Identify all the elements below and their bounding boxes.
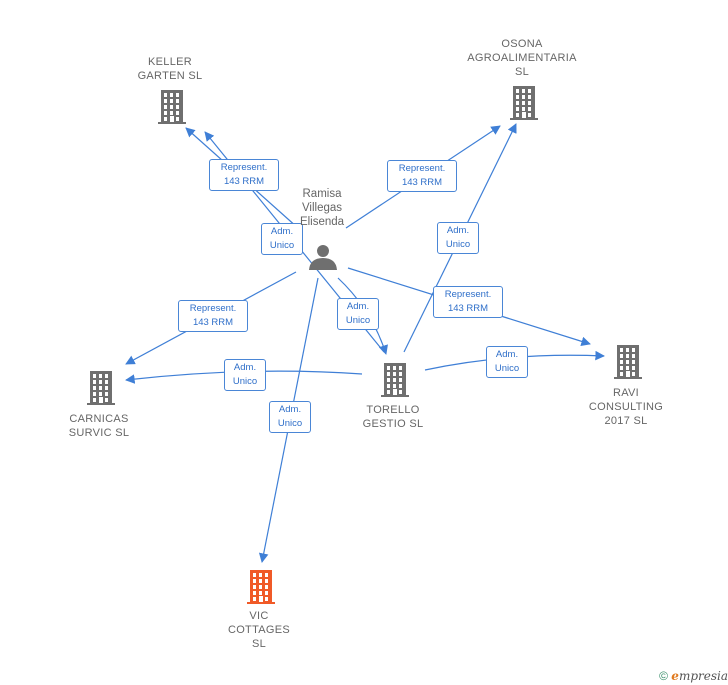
copyright-icon: © [659,669,668,683]
node-label-osona[interactable]: OSONA AGROALIMENTARIA SL [467,38,577,78]
edge-label-ramisa-to-osona[interactable]: Represent. 143 RRM [387,160,457,192]
edge-label-torello-to-keller[interactable]: Adm. Unico [261,223,303,255]
brand-logo: empresia [671,669,728,683]
building-icon-keller[interactable] [158,90,186,124]
edge-label-torello-to-osona[interactable]: Adm. Unico [437,222,479,254]
building-icon-torello[interactable] [381,363,409,397]
building-icon-carnicas[interactable] [87,371,115,405]
node-label-keller[interactable]: KELLER GARTEN SL [137,56,203,82]
node-label-ravi[interactable]: RAVI CONSULTING 2017 SL [588,387,664,427]
building-icon-vic[interactable] [247,570,275,604]
edge-label-torello-to-ravi[interactable]: Adm. Unico [486,346,528,378]
building-icon-osona[interactable] [510,86,538,120]
node-label-carnicas[interactable]: CARNICAS SURVIC SL [68,413,130,439]
edge-label-torello-to-carnicas[interactable]: Adm. Unico [224,359,266,391]
nodes-layer [87,86,642,604]
edge-label-ramisa-to-ravi[interactable]: Represent. 143 RRM [433,286,503,318]
edge-label-ramisa-to-torello[interactable]: Adm. Unico [337,298,379,330]
person-icon-ramisa[interactable] [309,245,337,270]
edge-label-ramisa-to-vic[interactable]: Adm. Unico [269,401,311,433]
node-label-torello[interactable]: TORELLO GESTIO SL [362,404,424,430]
building-icon-ravi[interactable] [614,345,642,379]
edge-label-ramisa-to-keller[interactable]: Represent. 143 RRM [209,159,279,191]
empresia-watermark: © empresia [659,669,728,683]
node-label-ramisa[interactable]: Ramisa Villegas Elisenda [299,188,345,228]
edge-label-ramisa-to-carnicas[interactable]: Represent. 143 RRM [178,300,248,332]
node-label-vic[interactable]: VIC COTTAGES SL [227,610,291,650]
